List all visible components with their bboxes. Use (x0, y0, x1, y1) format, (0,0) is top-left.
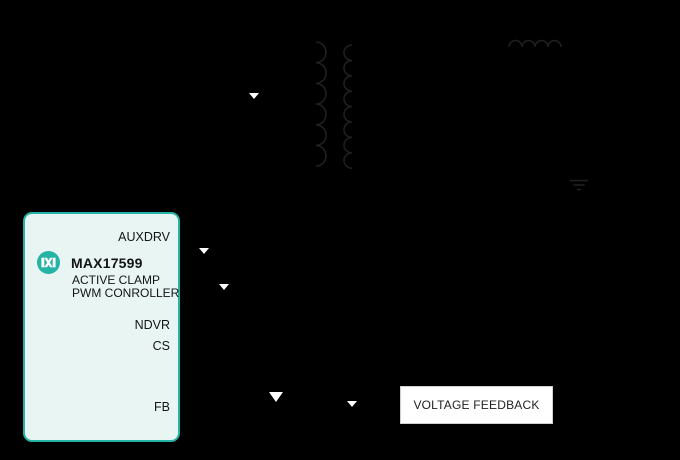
output-inductor-icon (508, 39, 562, 48)
controller-subtitle-line1: ACTIVE CLAMP (72, 273, 161, 287)
pin-label-ndvr: NDVR (134, 318, 170, 332)
down-arrow-marker (269, 392, 283, 402)
down-arrow-marker (347, 401, 357, 407)
controller-block-max17599: MAX17599 ACTIVE CLAMP PWM CONROLLER AUXD… (23, 212, 180, 442)
voltage-feedback-label: VOLTAGE FEEDBACK (413, 398, 540, 412)
part-number: MAX17599 (71, 255, 143, 271)
pin-label-cs: CS (152, 339, 170, 353)
pin-label-auxdrv: AUXDRV (118, 230, 170, 244)
controller-subtitle-line2: PWM CONROLLER (72, 286, 180, 300)
maxim-logo-icon (37, 251, 60, 274)
voltage-feedback-block: VOLTAGE FEEDBACK (400, 386, 553, 424)
transformer-primary-winding-icon (315, 41, 327, 167)
down-arrow-marker (199, 248, 209, 254)
transformer-secondary-winding-icon (343, 44, 353, 169)
down-arrow-marker (249, 93, 259, 99)
down-arrow-marker (219, 284, 229, 290)
pin-label-fb: FB (154, 400, 170, 414)
ground-symbol-icon (570, 179, 588, 191)
